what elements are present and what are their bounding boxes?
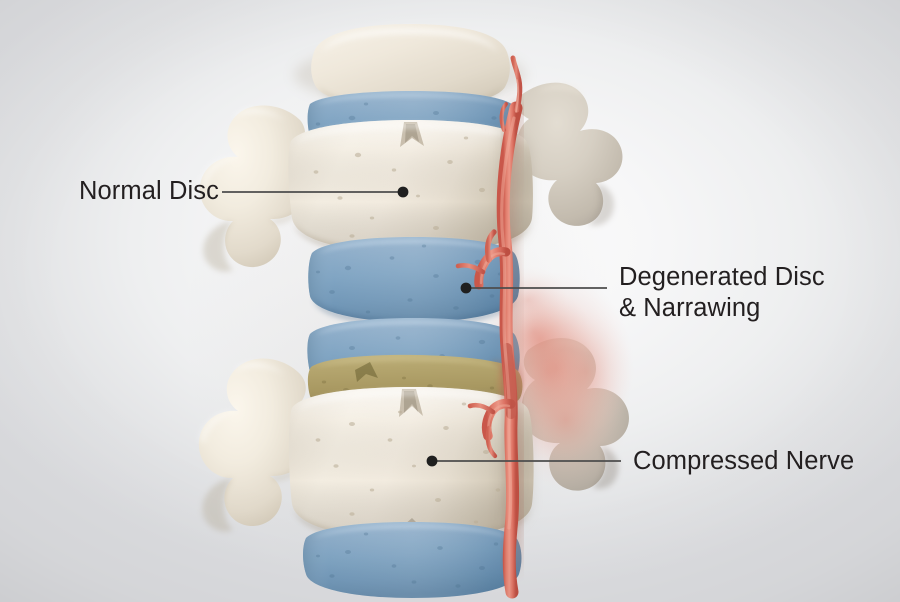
label-compressed-nerve: Compressed Nerve bbox=[633, 447, 855, 475]
nerve-branch-upper bbox=[474, 247, 511, 290]
posterior-processes-lower-left bbox=[198, 358, 310, 532]
nerve-branch-lower-tip bbox=[467, 402, 496, 415]
transverse-process-lower-left bbox=[198, 358, 310, 527]
label-degenerated-disc-line2: & Narrawing bbox=[619, 294, 761, 322]
transverse-process-upper-right bbox=[516, 82, 623, 226]
nerve-branch-upper-tip bbox=[455, 262, 486, 275]
nerve-branch-hooklet bbox=[499, 102, 508, 132]
disc-normal bbox=[308, 237, 520, 325]
annotation-leaders bbox=[222, 186, 621, 467]
label-normal-disc: Normal Disc bbox=[79, 177, 219, 205]
transverse-process-upper-left bbox=[199, 105, 309, 268]
leader-compressed-nerve bbox=[426, 455, 621, 467]
inflammation-foreground-haze bbox=[494, 300, 602, 444]
disc-bottom bbox=[303, 522, 522, 598]
label-degenerated-disc: Degenerated Disc & Narrawing bbox=[619, 262, 825, 324]
vertebra-middle bbox=[288, 120, 533, 256]
label-degenerated-disc-line1: Degenerated Disc bbox=[619, 263, 825, 291]
posterior-processes-upper-left bbox=[199, 105, 309, 272]
nerve-branch-upper-fork bbox=[484, 229, 497, 263]
leader-degenerated-disc bbox=[460, 282, 607, 294]
leader-normal-disc bbox=[222, 186, 409, 198]
nerve-branch-lower-fork bbox=[485, 425, 498, 459]
nerve-upper-tail bbox=[510, 55, 523, 113]
